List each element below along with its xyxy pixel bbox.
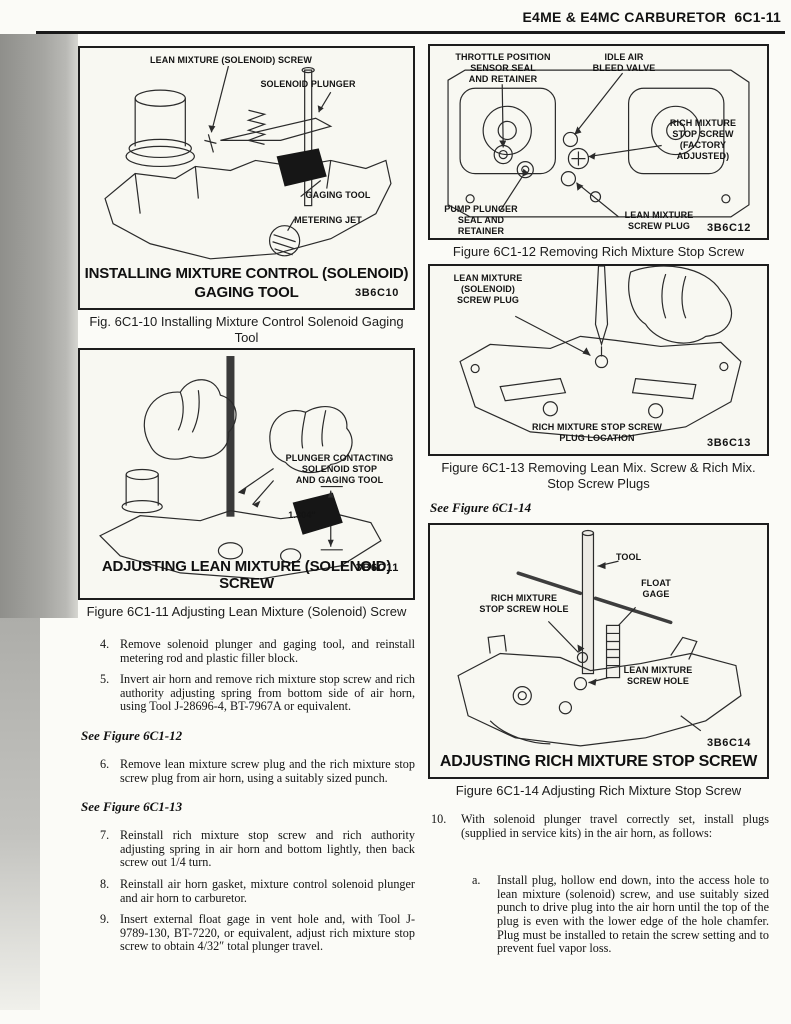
figure-code: 3B6C14 xyxy=(707,737,751,749)
procedure-steps-left: 4. Remove solenoid plunger and gaging to… xyxy=(78,637,415,954)
column-right: THROTTLE POSITION SENSOR SEAL AND RETAIN… xyxy=(428,44,769,956)
figure-code: 3B6C13 xyxy=(707,437,751,449)
step-text: Invert air horn and remove rich mixture … xyxy=(120,672,415,714)
scan-shadow-left xyxy=(0,34,78,618)
figure-code: 3B6C11 xyxy=(355,562,399,574)
substep-letter: a. xyxy=(472,873,481,888)
figure-label-pump-plunger-seal: PUMP PLUNGER SEAL AND RETAINER xyxy=(444,204,518,236)
figure-box-6c1-14: TOOL FLOAT GAGE RICH MIXTURE STOP SCREW … xyxy=(428,523,769,779)
figure-label-plunger-contacting: PLUNGER CONTACTING SOLENOID STOP AND GAG… xyxy=(285,453,394,485)
figure-label-rich-mixture-stop-screw-hole: RICH MIXTURE STOP SCREW HOLE xyxy=(479,593,569,614)
figure-label-lean-mixture-screw: LEAN MIXTURE (SOLENOID) SCREW xyxy=(150,55,312,65)
procedure-steps-right: 10. With solenoid plunger travel correct… xyxy=(428,812,769,956)
figure-caption-6c1-12: Figure 6C1-12 Removing Rich Mixture Stop… xyxy=(452,244,745,259)
figure-box-6c1-12: THROTTLE POSITION SENSOR SEAL AND RETAIN… xyxy=(428,44,769,240)
step-number: 4. xyxy=(100,637,110,651)
step-text: Reinstall rich mixture stop screw and ri… xyxy=(120,828,415,870)
step-item: 10. With solenoid plunger travel correct… xyxy=(428,812,769,840)
see-figure-ref: See Figure 6C1-12 xyxy=(81,727,183,743)
figure-caption-6c1-10: Fig. 6C1-10 Installing Mixture Control S… xyxy=(89,314,404,345)
figure-box-6c1-13: LEAN MIXTURE (SOLENOID) SCREW PLUG RICH … xyxy=(428,264,769,456)
step-number: 8. xyxy=(100,876,110,891)
step-number: 5. xyxy=(100,672,110,687)
figure-label-metering-jet: METERING JET xyxy=(294,215,362,225)
figure-title-line1: INSTALLING MIXTURE CONTROL (SOLENOID) xyxy=(84,265,409,282)
step-number: 10. xyxy=(431,812,447,826)
step-text: Reinstall air horn gasket, mixture contr… xyxy=(120,876,415,905)
adjusting-lean-mixture-illustration xyxy=(99,356,382,580)
scan-shadow-left-lower xyxy=(0,618,40,1010)
figure-box-6c1-11: PLUNGER CONTACTING SOLENOID STOP AND GAG… xyxy=(78,348,415,600)
step-number: 6. xyxy=(100,756,110,771)
figure-label-rich-mixture-stop-screw: RICH MIXTURE STOP SCREW (FACTORY ADJUSTE… xyxy=(669,118,737,161)
step-item: 4. Remove solenoid plunger and gaging to… xyxy=(78,637,415,665)
step-text: Remove lean mixture screw plug and the r… xyxy=(120,756,415,785)
step-item: 6. Remove lean mixture screw plug and th… xyxy=(78,756,415,785)
figure-label-float-gage: FLOAT GAGE xyxy=(641,578,671,599)
figure-label-lean-mixture-screw-plug: LEAN MIXTURE SCREW PLUG xyxy=(624,210,694,231)
page-header: E4ME & E4MC CARBURETOR 6C1-11 xyxy=(522,9,781,25)
figure-label-tool: TOOL xyxy=(616,552,642,562)
step-item: 7. Reinstall rich mixture stop screw and… xyxy=(78,828,415,870)
figure-code: 3B6C12 xyxy=(707,222,751,234)
figure-label-gaging-tool: GAGING TOOL xyxy=(305,190,371,200)
step-text: Remove solenoid plunger and gaging tool,… xyxy=(120,637,415,665)
step-text: Insert external float gage in vent hole … xyxy=(120,912,415,954)
figure-code: 3B6C10 xyxy=(355,287,399,299)
adjusting-rich-mixture-illustration xyxy=(457,529,742,747)
header-rule xyxy=(36,31,785,34)
figure-label-idle-air-bleed-valve: IDLE AIR BLEED VALVE xyxy=(592,52,656,73)
figure-label-lean-mixture-solenoid-screw-plug: LEAN MIXTURE (SOLENOID) SCREW PLUG xyxy=(453,273,523,305)
figure-title: ADJUSTING LEAN MIXTURE (SOLENOID) SCREW xyxy=(101,558,392,592)
figure-caption-6c1-14: Figure 6C1-14 Adjusting Rich Mixture Sto… xyxy=(455,783,742,798)
column-left: LEAN MIXTURE (SOLENOID) SCREW SOLENOID P… xyxy=(78,46,415,954)
figure-label-throttle-position-sensor: THROTTLE POSITION SENSOR SEAL AND RETAIN… xyxy=(455,52,551,84)
substep-item: a. Install plug, hollow end down, into t… xyxy=(428,873,769,956)
step-item: 5. Invert air horn and remove rich mixtu… xyxy=(78,672,415,714)
figure-title-line2: GAGING TOOL xyxy=(194,284,299,301)
figure-caption-6c1-13: Figure 6C1-13 Removing Lean Mix. Screw &… xyxy=(441,460,756,491)
step-text: With solenoid plunger travel correctly s… xyxy=(461,812,769,840)
figure-box-6c1-10: LEAN MIXTURE (SOLENOID) SCREW SOLENOID P… xyxy=(78,46,415,310)
removing-screw-plugs-illustration xyxy=(459,266,742,440)
figure-label-dimension: 1.304″ xyxy=(288,510,316,520)
figure-caption-6c1-11: Figure 6C1-11 Adjusting Lean Mixture (So… xyxy=(86,604,407,619)
see-figure-ref: See Figure 6C1-14 xyxy=(430,500,532,515)
figure-label-solenoid-plunger: SOLENOID PLUNGER xyxy=(260,79,356,89)
step-number: 7. xyxy=(100,828,110,843)
step-item: 9. Insert external float gage in vent ho… xyxy=(78,912,415,954)
see-figure-ref: See Figure 6C1-13 xyxy=(81,799,183,815)
step-item: 8. Reinstall air horn gasket, mixture co… xyxy=(78,876,415,905)
substep-text: Install plug, hollow end down, into the … xyxy=(497,873,769,956)
step-number: 9. xyxy=(100,912,110,927)
carburetor-top-view-illustration xyxy=(447,69,750,218)
carburetor-gaging-tool-illustration xyxy=(104,65,392,260)
figure-label-lean-mixture-screw-hole: LEAN MIXTURE SCREW HOLE xyxy=(623,665,693,686)
figure-label-rich-mixture-plug-location: RICH MIXTURE STOP SCREW PLUG LOCATION xyxy=(532,422,662,443)
figure-title: ADJUSTING RICH MIXTURE STOP SCREW xyxy=(439,753,758,770)
